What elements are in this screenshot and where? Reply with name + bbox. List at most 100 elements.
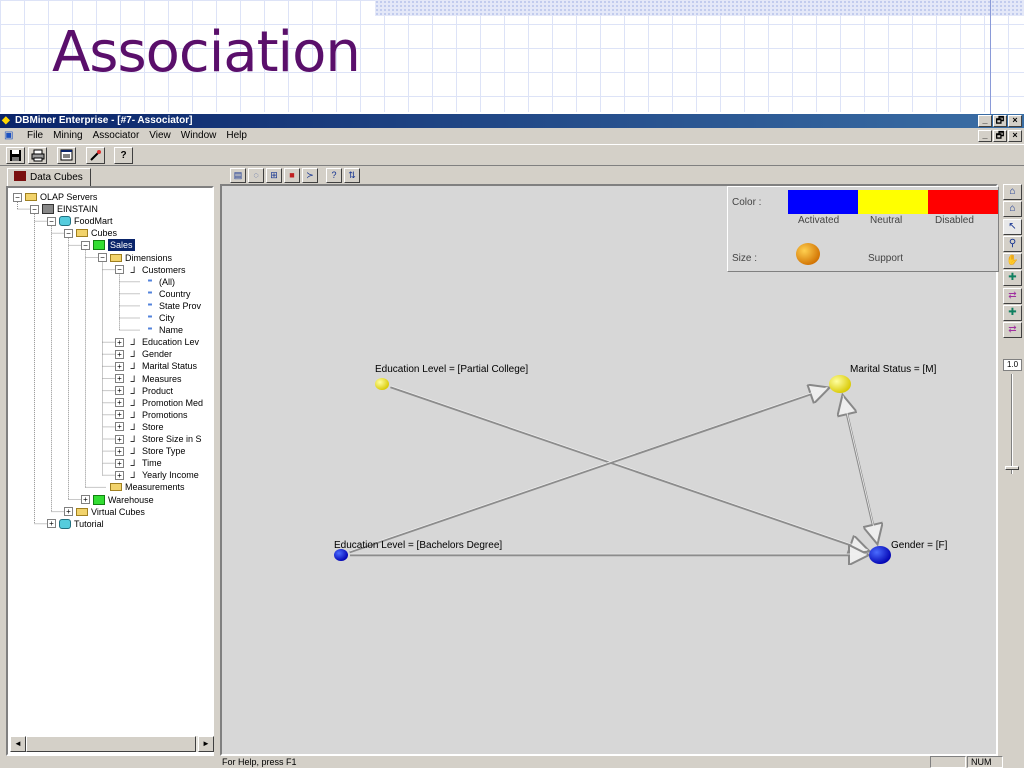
rule-arrow-icon[interactable]: ≻: [302, 168, 318, 183]
tree-node-tutorial[interactable]: +Tutorial: [47, 518, 104, 530]
move-icon[interactable]: ✚: [1003, 270, 1022, 286]
tree-node-foodmart[interactable]: −FoodMart: [47, 215, 113, 227]
tree-node-warehouse[interactable]: +Warehouse: [81, 494, 154, 506]
node-edu-partial[interactable]: [375, 378, 389, 390]
graph-properties-icon[interactable]: ▤: [230, 168, 246, 183]
document-restore-button[interactable]: 🗗: [993, 130, 1007, 142]
expand-icon[interactable]: +: [115, 458, 124, 468]
collapse-icon[interactable]: −: [98, 253, 107, 262]
tree-node-store[interactable]: +⅃Store: [115, 421, 164, 433]
move-alt-icon[interactable]: ✚: [1003, 305, 1022, 321]
tree-node-name[interactable]: ⁼Name: [132, 324, 183, 336]
tree-node-einstain[interactable]: −EINSTAIN: [30, 203, 98, 215]
tree-node-promotion-med[interactable]: +⅃Promotion Med: [115, 397, 203, 409]
tree-node-virtual-cubes[interactable]: +Virtual Cubes: [64, 506, 145, 518]
collapse-icon[interactable]: −: [30, 204, 39, 214]
collapse-icon[interactable]: −: [115, 265, 124, 275]
minimize-button[interactable]: _: [978, 115, 992, 127]
select-pointer-icon[interactable]: ↖: [1003, 219, 1022, 235]
tree-node-gender[interactable]: +⅃Gender: [115, 348, 172, 360]
scroll-thumb[interactable]: [26, 736, 196, 752]
tree-node-promotions[interactable]: +⅃Promotions: [115, 409, 188, 421]
tree-node-state-prov[interactable]: ⁼State Prov: [132, 300, 201, 312]
document-close-button[interactable]: ×: [1008, 130, 1022, 142]
rule-filter-alt-icon[interactable]: ⇄: [1003, 322, 1022, 338]
pan-hand-icon[interactable]: ✋: [1003, 253, 1022, 269]
properties-icon[interactable]: [57, 147, 76, 164]
expand-icon[interactable]: +: [64, 507, 73, 517]
zoom-slider-thumb[interactable]: [1005, 466, 1019, 470]
document-minimize-button[interactable]: _: [978, 130, 992, 142]
save-icon[interactable]: [6, 147, 25, 164]
menu-item-file[interactable]: File: [27, 130, 44, 141]
expand-icon[interactable]: +: [115, 470, 124, 480]
zoom-icon[interactable]: ⚲: [1003, 236, 1022, 252]
expand-icon[interactable]: +: [115, 361, 124, 371]
close-button[interactable]: ×: [1008, 115, 1022, 127]
cube-view-icon[interactable]: ■: [284, 168, 300, 183]
tree-view[interactable]: −OLAP Servers−EINSTAIN−FoodMart−Cubes−Sa…: [8, 188, 212, 736]
expand-icon[interactable]: +: [115, 446, 124, 456]
print-icon[interactable]: [28, 147, 47, 164]
tree-node-olap-servers[interactable]: −OLAP Servers: [13, 191, 97, 203]
expand-icon[interactable]: +: [47, 519, 56, 529]
document-icon[interactable]: ▣: [4, 130, 14, 141]
wizard-wand-icon[interactable]: [86, 147, 105, 164]
tree-node-education-lev[interactable]: +⅃Education Lev: [115, 336, 199, 348]
tree-node-marital-status[interactable]: +⅃Marital Status: [115, 360, 197, 372]
tree-node-time[interactable]: +⅃Time: [115, 457, 162, 469]
tree-node-dimensions[interactable]: −Dimensions: [98, 252, 172, 264]
tree-node-city[interactable]: ⁼City: [132, 312, 175, 324]
expand-icon[interactable]: +: [115, 349, 124, 359]
tree-node-cubes[interactable]: −Cubes: [64, 227, 117, 239]
collapse-icon[interactable]: −: [64, 228, 73, 238]
menu-item-view[interactable]: View: [149, 130, 171, 141]
tab-data-cubes[interactable]: Data Cubes: [7, 168, 91, 186]
expand-icon[interactable]: +: [115, 434, 124, 444]
tree-horizontal-scrollbar[interactable]: ◄ ►: [10, 736, 214, 752]
tree-node-store-size-in-s[interactable]: +⅃Store Size in S: [115, 433, 202, 445]
tree-node-product[interactable]: +⅃Product: [115, 385, 173, 397]
tree-node-measurements[interactable]: Measurements: [98, 481, 185, 493]
node-gender-f[interactable]: [869, 546, 891, 564]
expand-icon[interactable]: +: [115, 337, 124, 347]
node-edu-bachelors[interactable]: [334, 549, 348, 561]
menu-item-associator[interactable]: Associator: [92, 130, 140, 141]
help-button[interactable]: ?: [114, 147, 133, 164]
expand-icon[interactable]: +: [115, 386, 124, 396]
window-titlebar[interactable]: ◆ DBMiner Enterprise - [#7- Associator] …: [0, 114, 1024, 128]
sort-icon[interactable]: ⇅: [344, 168, 360, 183]
edge-edu-partial-to-gender-f[interactable]: [390, 385, 868, 551]
layout-circle-icon[interactable]: ◌: [248, 168, 264, 183]
menu-item-help[interactable]: Help: [226, 130, 247, 141]
menu-item-window[interactable]: Window: [180, 130, 217, 141]
zoom-slider-track[interactable]: [1011, 374, 1013, 474]
home-icon[interactable]: ⌂: [1003, 184, 1022, 200]
restore-button[interactable]: 🗗: [993, 115, 1007, 127]
collapse-icon[interactable]: −: [81, 240, 90, 250]
tree-node-measures[interactable]: +⅃Measures: [115, 373, 182, 385]
tree-node-store-type[interactable]: +⅃Store Type: [115, 445, 185, 457]
node-marital-m[interactable]: [829, 375, 851, 393]
association-graph-canvas[interactable]: Education Level = [Partial College]Marit…: [220, 184, 999, 756]
collapse-icon[interactable]: −: [13, 192, 22, 202]
tree-node-yearly-income[interactable]: +⅃Yearly Income: [115, 469, 199, 481]
tree-node-all[interactable]: ⁼(All): [132, 276, 175, 288]
edge-edu-bachelors-to-marital-m[interactable]: [349, 388, 828, 554]
expand-icon[interactable]: +: [115, 410, 124, 420]
tree-node-sales[interactable]: −Sales: [81, 239, 135, 252]
expand-icon[interactable]: +: [115, 374, 124, 383]
tree-node-country[interactable]: ⁼Country: [132, 288, 191, 300]
scroll-left-button[interactable]: ◄: [10, 736, 26, 752]
query-icon[interactable]: ?: [326, 168, 342, 183]
expand-icon[interactable]: +: [115, 398, 124, 408]
home-alt-icon[interactable]: ⌂: [1003, 201, 1022, 217]
collapse-icon[interactable]: −: [47, 216, 56, 226]
expand-icon[interactable]: +: [115, 422, 124, 432]
rule-filter-icon[interactable]: ⇄: [1003, 288, 1022, 304]
grid-layout-icon[interactable]: ⊞: [266, 168, 282, 183]
menu-item-mining[interactable]: Mining: [53, 130, 83, 141]
dbminer-app-icon[interactable]: ◆: [2, 115, 10, 126]
expand-icon[interactable]: +: [81, 495, 90, 504]
tree-node-customers[interactable]: −⅃Customers: [115, 264, 186, 276]
